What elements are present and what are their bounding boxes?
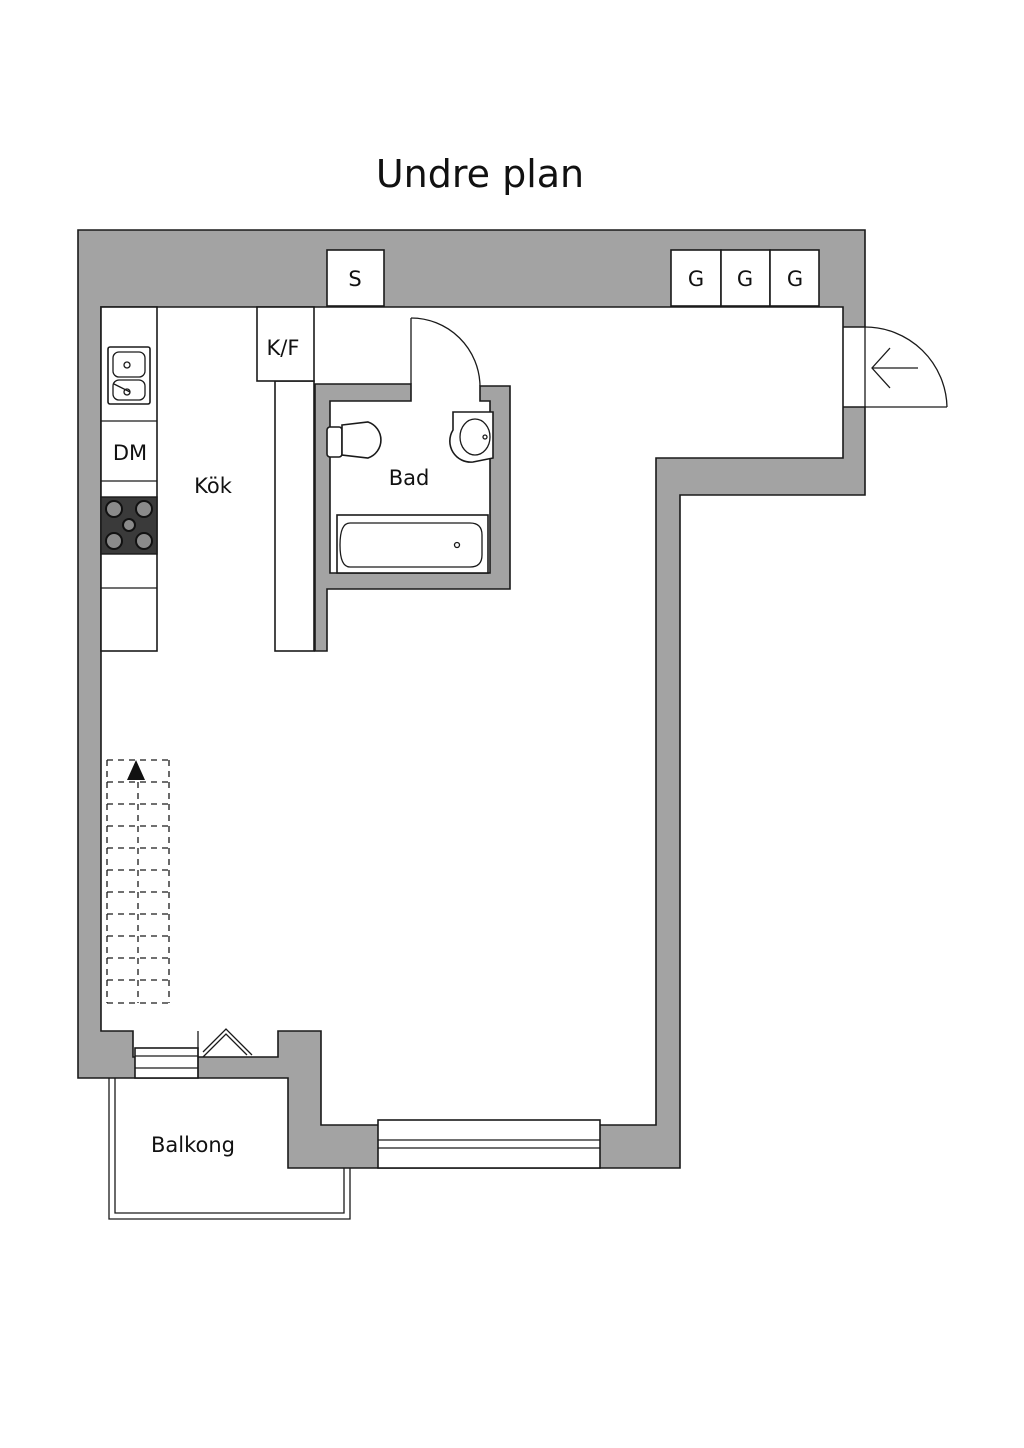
fridge-freezer-label: K/F [267, 336, 300, 360]
bathroom-label: Bad [389, 466, 430, 490]
plan-title: Undre plan [376, 152, 584, 196]
dishwasher-label: DM [113, 441, 147, 465]
stair-up-arrow-icon [127, 760, 145, 780]
balcony-label: Balkong [151, 1133, 235, 1157]
wardrobe-1 [670, 249, 722, 307]
bathtub-icon [336, 514, 489, 574]
sink-icon [107, 346, 151, 405]
toilet-icon [326, 421, 382, 459]
bottom-window [377, 1119, 601, 1169]
kitchen-partition [274, 380, 315, 652]
wardrobe-2-label: G [737, 267, 753, 291]
balcony-outline [108, 1078, 351, 1220]
closet-s [326, 249, 385, 307]
kitchen-label: Kök [194, 474, 233, 498]
bathroom-walls [314, 383, 511, 652]
entrance-door [864, 326, 948, 408]
stove-icon [100, 496, 158, 555]
wardrobe-1-label: G [688, 267, 704, 291]
staircase [106, 759, 170, 1004]
outer-walls [77, 229, 866, 1169]
bathroom-door [410, 317, 481, 387]
wardrobe-3 [769, 249, 820, 307]
washbasin-icon [449, 411, 494, 463]
wardrobe-3-label: G [787, 267, 803, 291]
closet-s-label: S [348, 267, 361, 291]
fridge-freezer [256, 306, 315, 382]
balcony-door [134, 1028, 253, 1079]
